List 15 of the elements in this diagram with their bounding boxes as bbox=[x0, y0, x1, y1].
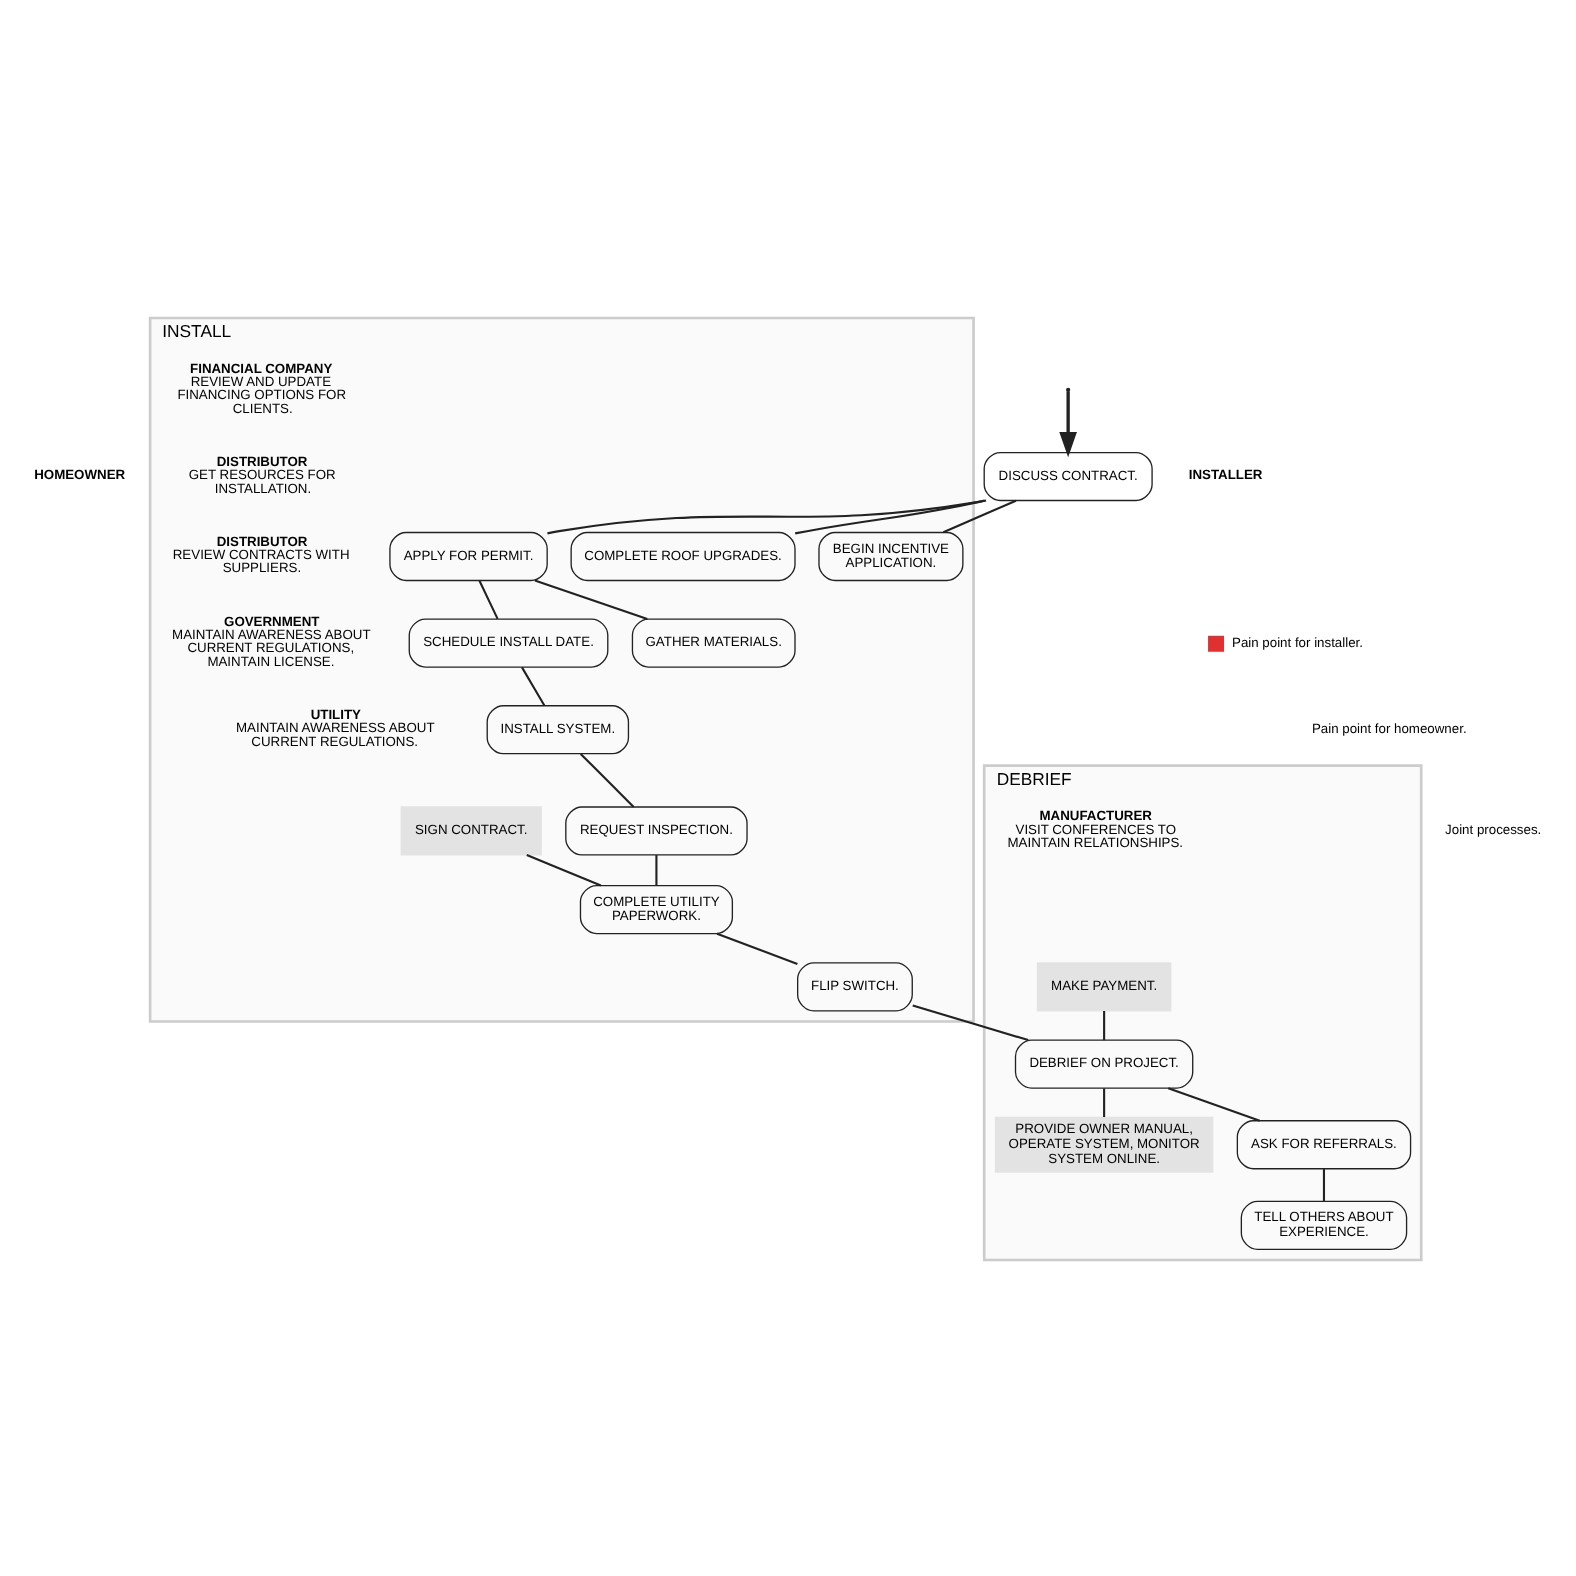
connector bbox=[521, 665, 546, 705]
connector bbox=[1103, 1087, 1106, 1117]
connector bbox=[1103, 1010, 1106, 1040]
connector bbox=[655, 854, 658, 885]
connector bbox=[942, 498, 1017, 533]
connector bbox=[912, 1003, 1029, 1041]
connector bbox=[716, 931, 798, 964]
connector bbox=[547, 498, 987, 534]
connector bbox=[478, 579, 499, 619]
connector bbox=[1322, 1168, 1326, 1200]
connector bbox=[526, 853, 602, 886]
arrow bbox=[1059, 390, 1077, 457]
connector bbox=[1167, 1086, 1261, 1121]
connector bbox=[534, 578, 648, 620]
connector bbox=[579, 752, 635, 807]
